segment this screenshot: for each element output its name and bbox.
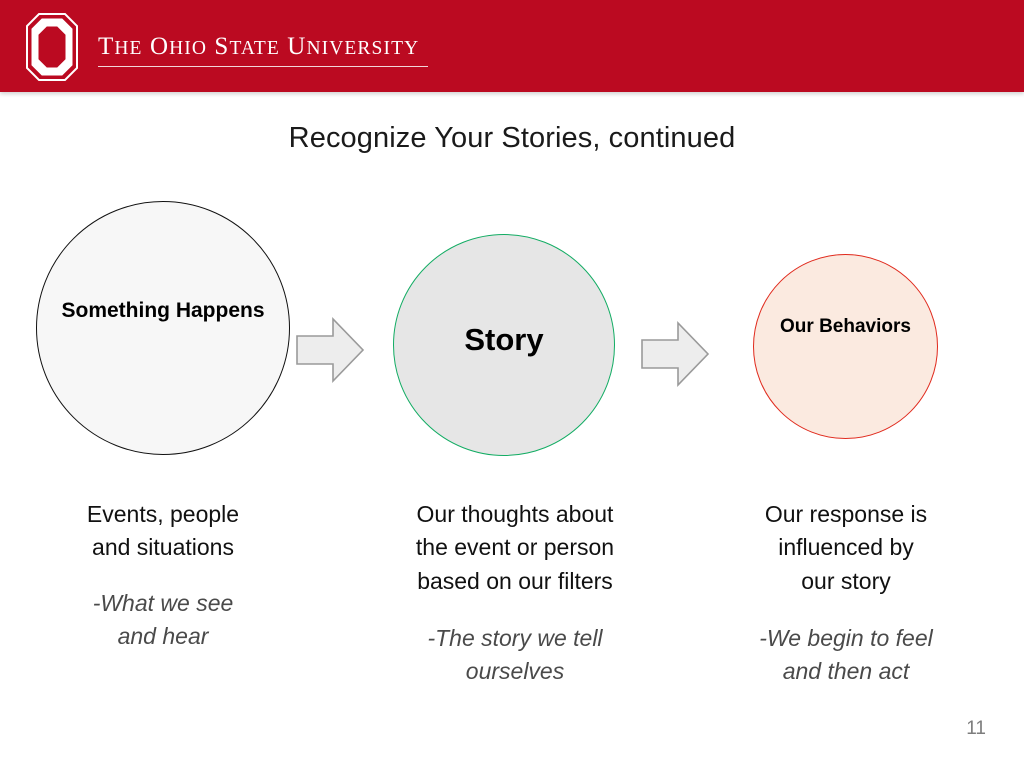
wordmark-state-cap: S	[214, 32, 230, 60]
diagram-node-something-happens: Something Happens	[36, 201, 290, 455]
arrow-right-icon-1	[296, 317, 365, 383]
wordmark-text: THE OHIO STATE UNIVERSITY	[98, 34, 428, 59]
caption-column-something-happens: Events, people and situations -What we s…	[28, 498, 298, 653]
diagram-node-label: Story	[464, 322, 544, 357]
caption-main-text: Events, people and situations	[86, 501, 240, 561]
diagram-node-our-behaviors: Our Behaviors	[753, 254, 938, 439]
diagram-node-label: Our Behaviors	[780, 316, 911, 337]
diagram-node-story: Story	[393, 234, 615, 456]
wordmark-underline-rule	[98, 65, 428, 67]
wordmark-the-cap: T	[98, 32, 115, 60]
block-o-logo-icon	[26, 13, 78, 81]
wordmark-university-cap: U	[287, 32, 307, 60]
wordmark-ohio-rest: HIO	[169, 37, 208, 59]
wordmark-block: THE OHIO STATE UNIVERSITY	[98, 28, 428, 67]
caption-sub-text: -What we see and hear	[92, 589, 234, 650]
arrow-right-icon-2	[641, 321, 710, 387]
brand-lockup: THE OHIO STATE UNIVERSITY	[26, 13, 428, 81]
wordmark-ohio-cap: O	[149, 32, 170, 60]
wordmark-university-rest: NIVERSITY	[306, 37, 420, 59]
wordmark-state-rest: TATE	[229, 37, 280, 59]
caption-column-our-behaviors: Our response is influenced by our story …	[710, 498, 982, 689]
caption-column-story: Our thoughts about the event or person b…	[370, 498, 660, 689]
caption-sub-text: -The story we tell ourselves	[427, 625, 603, 685]
caption-main-text: Our thoughts about the event or person b…	[415, 501, 615, 594]
brand-header-band: THE OHIO STATE UNIVERSITY	[0, 0, 1024, 92]
caption-main-text: Our response is influenced by our story	[764, 501, 928, 594]
wordmark-the-rest: HE	[114, 37, 143, 59]
slide-title: Recognize Your Stories, continued	[288, 122, 736, 154]
diagram-node-label: Something Happens	[61, 299, 265, 322]
caption-sub-text: -We begin to feel and then act	[759, 625, 933, 685]
slide-number: 11	[966, 718, 986, 739]
